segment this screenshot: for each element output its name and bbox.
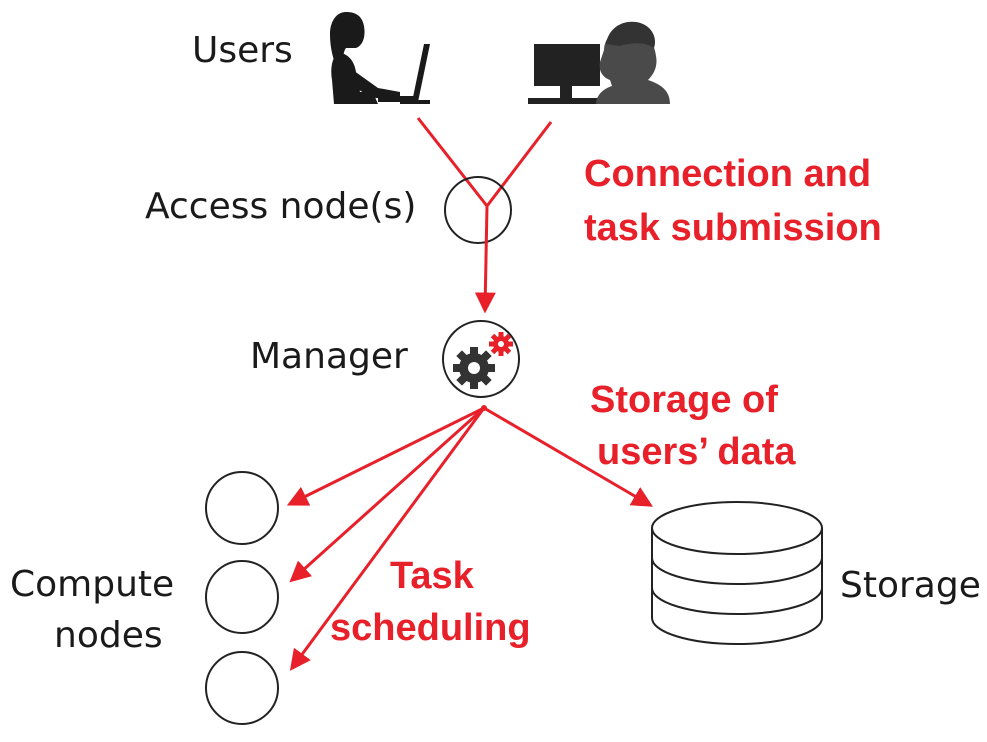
manager-circle	[442, 320, 520, 398]
access-node-label: Access node(s)	[145, 186, 416, 227]
compute-label-line1: Compute	[10, 564, 174, 605]
man-at-monitor-icon	[528, 21, 670, 104]
storage-annotation-line2: users’ data	[597, 431, 796, 473]
user2-connection-line	[485, 121, 553, 207]
compute-label-line2: nodes	[54, 615, 163, 656]
compute-node-2	[205, 560, 279, 634]
task-annotation-line1: Task	[390, 555, 475, 597]
woman-at-laptop-icon	[330, 12, 430, 104]
compute-node-3	[205, 651, 279, 725]
connection-annotation-line2: task submission	[584, 207, 882, 249]
connection-annotation-line1: Connection and	[584, 153, 871, 195]
task-annotation-line2: scheduling	[330, 607, 531, 649]
user1-connection-line	[416, 117, 489, 207]
storage-arrow	[483, 406, 654, 507]
storage-label: Storage	[840, 565, 981, 606]
submission-arrow	[474, 205, 496, 314]
gears-icon	[442, 320, 520, 398]
users-label: Users	[192, 30, 293, 71]
storage-annotation-line1: Storage of	[590, 379, 778, 421]
schedule-arrow-3	[289, 407, 486, 671]
manager-label: Manager	[250, 336, 408, 377]
access-node-circle	[444, 176, 512, 244]
schedule-arrow-1	[286, 406, 485, 506]
schedule-arrow-2	[289, 406, 486, 583]
compute-node-1	[205, 471, 279, 545]
database-cylinder-icon	[651, 501, 823, 645]
